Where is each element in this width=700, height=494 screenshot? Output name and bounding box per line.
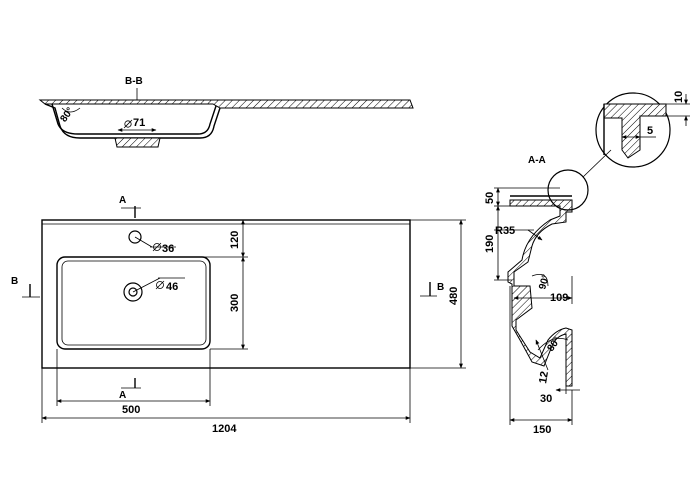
worktop-outline (41, 219, 411, 369)
dim-300-label: 300 (229, 294, 241, 312)
cut-a-bottom-label: A (119, 390, 126, 401)
aa-dim-12-line (535, 339, 549, 371)
dim-480-label: 480 (448, 287, 460, 305)
bb-diameter-symbol (124, 120, 132, 128)
detail-callout-circle (547, 169, 589, 211)
aa-dim-150-label: 150 (533, 424, 551, 436)
detail-profile (603, 103, 667, 159)
bb-angle-label: 80° (58, 106, 76, 125)
tap-hole-label: 36 (162, 243, 174, 255)
cut-b-left-label: B (11, 276, 18, 287)
aa-angle-80-arc (537, 337, 569, 351)
aa-dim-50-label: 50 (484, 192, 496, 204)
tap-diameter-symbol (153, 243, 161, 251)
aa-angle-90-arc (531, 273, 549, 287)
section-bb: B-B 80° 71 (38, 76, 414, 148)
aa-angle-90-label: 90° (537, 273, 552, 290)
detail-view: 10 5 (547, 91, 690, 211)
aa-dim-109-label: 109 (550, 292, 568, 304)
aa-dim-12-label: 12 (537, 370, 551, 384)
basin-inner (61, 260, 207, 346)
drain-hole (123, 282, 143, 302)
dim-120-label: 120 (229, 231, 241, 249)
drain-hole-label: 46 (166, 281, 178, 293)
bb-angle-arc (61, 107, 81, 113)
section-aa-title: A-A (528, 155, 546, 166)
top-view: A 36 46 B B A 5 (11, 195, 466, 435)
aa-radius-leader (527, 229, 543, 241)
cut-b-right-label: B (437, 282, 444, 293)
aa-profile (507, 199, 573, 387)
drain-diameter-symbol (156, 281, 164, 289)
cut-a-top-label: A (119, 195, 126, 206)
section-aa: A-A 50 190 R35 90° 109 80° 12 30 (484, 155, 580, 436)
basin-outline (56, 256, 211, 350)
dim-1204-label: 1204 (212, 423, 237, 435)
detail-enlarged-circle (595, 92, 671, 168)
section-bb-title: B-B (125, 76, 143, 87)
detail-dim-10-label: 10 (673, 91, 685, 103)
bb-basin-inner (51, 103, 217, 135)
aa-dim-30-label: 30 (540, 393, 552, 405)
aa-dim-190-label: 190 (484, 235, 496, 253)
aa-radius-label: R35 (495, 225, 515, 237)
detail-dim-5-label: 5 (647, 125, 653, 137)
dim-500-label: 500 (122, 404, 140, 416)
bb-worktop-profile (38, 99, 414, 109)
bb-drain-boss (114, 137, 161, 148)
bb-drain-dia-label: 71 (133, 117, 145, 129)
tap-hole (128, 230, 142, 244)
